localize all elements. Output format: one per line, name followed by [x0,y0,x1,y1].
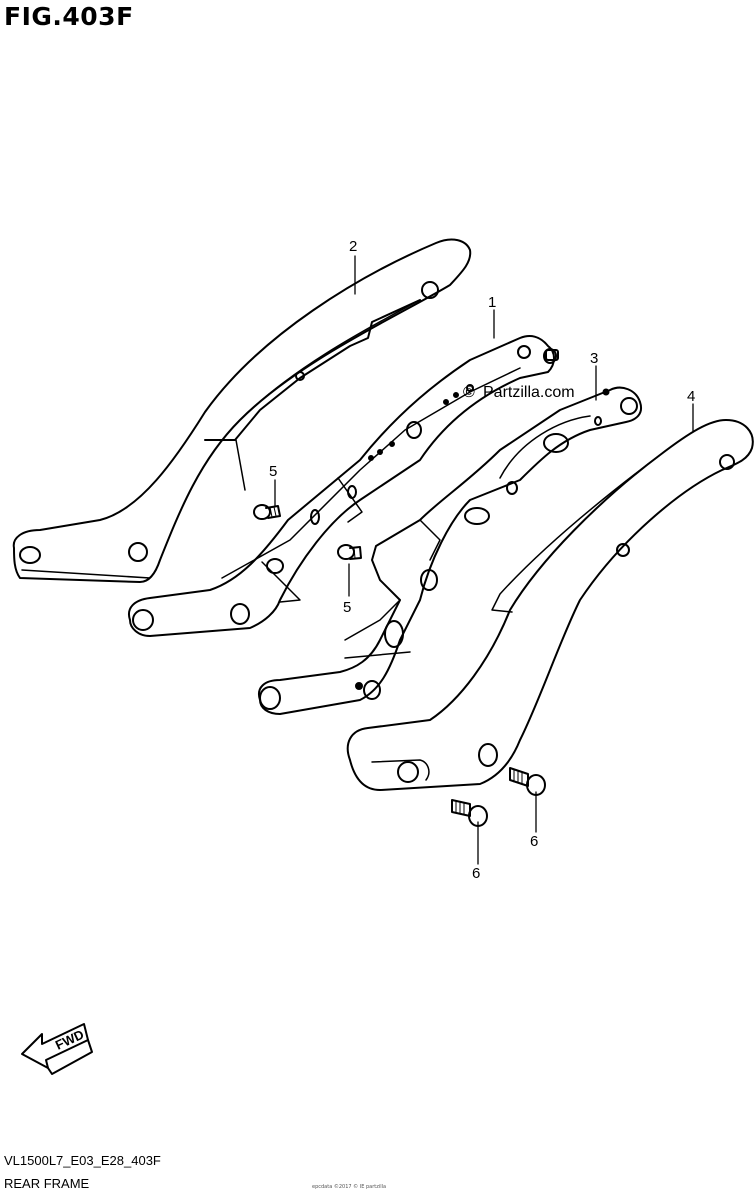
callout-part-6b: 6 [530,833,538,850]
watermark-text: Partzilla.com [483,384,575,401]
part-2-rear-frame-cover-left [12,238,472,583]
fwd-direction-arrow: FWD [21,1023,93,1075]
figure-code: VL1500L7_E03_E28_403F [4,1153,161,1168]
leader-lines [274,255,694,865]
copyright-icon: © [463,384,475,401]
callout-part-1: 1 [488,294,496,311]
callout-part-5a: 5 [269,463,277,480]
part-5a-screw [253,504,281,520]
part-1-rear-frame-left [128,335,559,637]
callout-part-4: 4 [687,388,695,405]
part-4-rear-frame-cover-right [346,419,754,791]
callout-part-3: 3 [590,350,598,367]
callout-part-5b: 5 [343,599,351,616]
figure-caption: REAR FRAME [4,1176,90,1191]
callout-part-2: 2 [349,238,357,255]
figure-title: FIG.403F [4,2,134,31]
part-6b-screw [509,767,546,796]
watermark: © Partzilla.com [463,384,575,401]
fine-print: epcdata ©2017 © IE partzilla [312,1184,387,1190]
part-6a-screw [451,799,488,827]
fwd-arrow-icon [21,1023,89,1069]
part-3-rear-frame-right [258,386,642,715]
callout-part-6a: 6 [472,865,480,882]
part-5b-screw [337,544,362,560]
